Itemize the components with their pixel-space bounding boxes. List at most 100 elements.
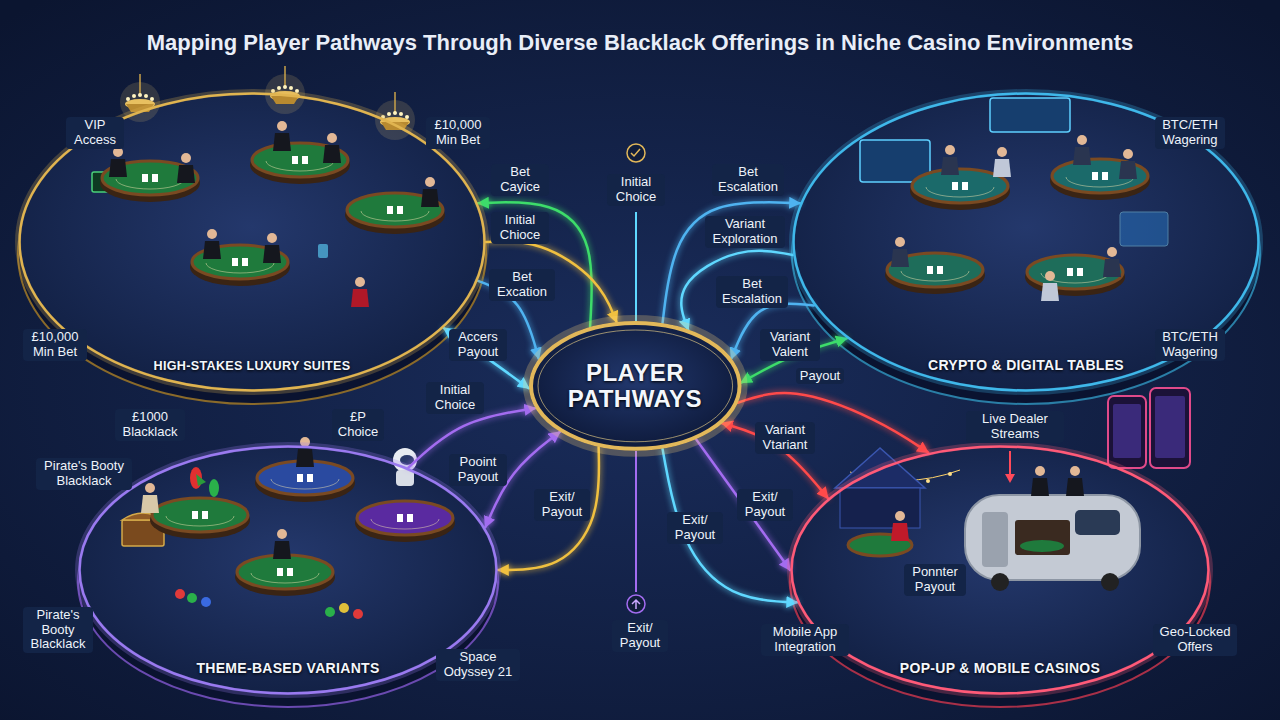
popup-mobile-art — [891, 511, 909, 541]
label-pin: £1000 Blacklack — [0, 365, 300, 485]
label-pin: Bet Escalation — [598, 120, 898, 240]
exit-icon — [627, 595, 645, 613]
pathway-arrow — [681, 251, 793, 330]
popup-mobile-art — [840, 488, 920, 528]
disc-rim — [792, 447, 1209, 694]
label-pin: Geo-Locked Offers — [1045, 580, 1280, 700]
edge-label: Accers Payout — [449, 329, 507, 361]
pathway-arrow — [478, 281, 539, 359]
label-pin: £10,000 Min Bet — [308, 73, 608, 193]
exit-icon — [632, 600, 640, 609]
label-pin: Bet Excation — [372, 225, 672, 345]
label-pin: VIP Access — [0, 73, 245, 193]
label-pin: Initial Chioce — [370, 168, 670, 288]
label-pin: Exit/ Payout — [490, 576, 790, 696]
theme-variants-art — [255, 461, 355, 502]
theme-variants-art — [209, 479, 219, 497]
hub-disc — [531, 323, 740, 449]
pathway-arrow — [498, 447, 599, 570]
theme-variants-art — [78, 445, 498, 695]
crypto-tables-art — [990, 98, 1070, 132]
callout-label: VIP Access — [66, 117, 124, 149]
platform-heading: THEME-BASED VARIANTS — [196, 660, 379, 677]
crypto-tables-art — [891, 237, 909, 267]
crypto-tables-art — [1073, 135, 1091, 165]
theme-variants-art — [353, 609, 363, 619]
popup-mobile-art — [982, 512, 1008, 567]
exit-icon — [635, 451, 637, 592]
diagram-title: Mapping Player Pathways Through Diverse … — [147, 30, 1134, 56]
pathway-arrow — [722, 423, 828, 498]
label-pin: Ponnter Payout — [785, 520, 1085, 640]
label-pin: Pooint Payout — [328, 410, 628, 530]
popup-mobile-art — [790, 445, 1210, 695]
platform-heading: CRYPTO & DIGITAL TABLES — [928, 357, 1124, 374]
callout-label: Live Dealer Streams — [966, 411, 1064, 443]
pathway-arrow — [485, 432, 559, 527]
edge-label: Initial Choice — [426, 382, 484, 414]
luxury-suite-art — [177, 153, 195, 183]
pathway-arrow — [408, 408, 535, 467]
crypto-tables-art — [1103, 247, 1121, 277]
popup-mobile-art — [991, 573, 1009, 591]
disc-rim — [20, 94, 485, 391]
title-holder: Mapping Player Pathways Through Diverse … — [0, 30, 1280, 56]
pathway-arrow — [731, 304, 814, 359]
disc-glow — [792, 92, 1260, 392]
callout-label: £1000 Blacklack — [115, 409, 185, 441]
theme-variants-art — [296, 437, 314, 467]
popup-mobile-art — [1108, 396, 1146, 468]
edge-label: Exit/ Payout — [534, 489, 590, 521]
edge-label: Variant Exploration — [705, 216, 785, 248]
label-pin: Mobile App Integration — [655, 580, 955, 700]
edge-label: Bet Escalation — [712, 164, 784, 196]
callout-label: Initial Choice — [607, 174, 665, 206]
popup-mobile-art — [1101, 573, 1119, 591]
luxury-suite-art — [323, 133, 341, 163]
edge-label: Variant Vtariant — [755, 422, 815, 454]
popup-mobile-art — [948, 472, 952, 476]
popup-mobile-art — [1009, 451, 1011, 476]
theme-variants-art — [141, 483, 159, 513]
callout-label: BTC/ETH Wagering — [1155, 329, 1225, 361]
pathway-arrow — [444, 328, 529, 388]
label-pin: Variant Exploration — [595, 172, 895, 292]
disc-outline — [18, 92, 486, 404]
choice-icon — [631, 149, 640, 156]
label-pin: Initial Choice — [305, 338, 605, 458]
platform-heading: POP-UP & MOBILE CASINOS — [900, 660, 1100, 677]
crypto-tables-art — [792, 92, 1260, 404]
edge-label: Initial Chioce — [491, 212, 549, 244]
callout-label: Space Odyssey 21 — [436, 649, 520, 681]
crypto-tables-art — [993, 147, 1011, 177]
hub-title: PLAYER PATHWAYS — [560, 360, 710, 413]
label-pin: Exit/ Payout — [412, 445, 712, 565]
theme-variants-art — [355, 501, 455, 542]
platform-disc: THEME-BASED VARIANTS — [78, 445, 498, 707]
disc-rim — [80, 447, 497, 694]
callout-label: BTC/ETH Wagering — [1155, 117, 1225, 149]
luxury-suite-art — [273, 121, 291, 151]
edge-label: Bet Cayice — [491, 164, 549, 196]
theme-variants-art — [201, 597, 211, 607]
popup-mobile-art — [1005, 474, 1015, 483]
callout-label: Exit/ Payout — [612, 620, 668, 652]
label-pin: Bet Cayice — [370, 120, 670, 240]
callout-label: Geo-Locked Offers — [1153, 624, 1237, 656]
luxury-suite-art — [18, 66, 486, 404]
disc-outline — [792, 92, 1260, 404]
luxury-suite-art — [18, 92, 486, 392]
popup-mobile-art — [965, 495, 1140, 580]
crypto-tables-art — [1120, 212, 1168, 246]
theme-variants-art — [175, 589, 185, 599]
label-pin: Pirate's Booty Blacklack — [0, 414, 234, 534]
platform-heading: HIGH-STAKES LUXURY SUITES — [154, 359, 351, 374]
platform-disc: HIGH-STAKES LUXURY SUITES — [18, 92, 486, 404]
luxury-suite-art — [318, 244, 328, 258]
label-pin: BTC/ETH Wagering — [1040, 73, 1280, 193]
theme-variants-art — [150, 498, 250, 539]
label-pin: Exit/ Payout — [615, 445, 915, 565]
disc-glow — [790, 445, 1210, 695]
luxury-suite-art — [351, 277, 369, 307]
